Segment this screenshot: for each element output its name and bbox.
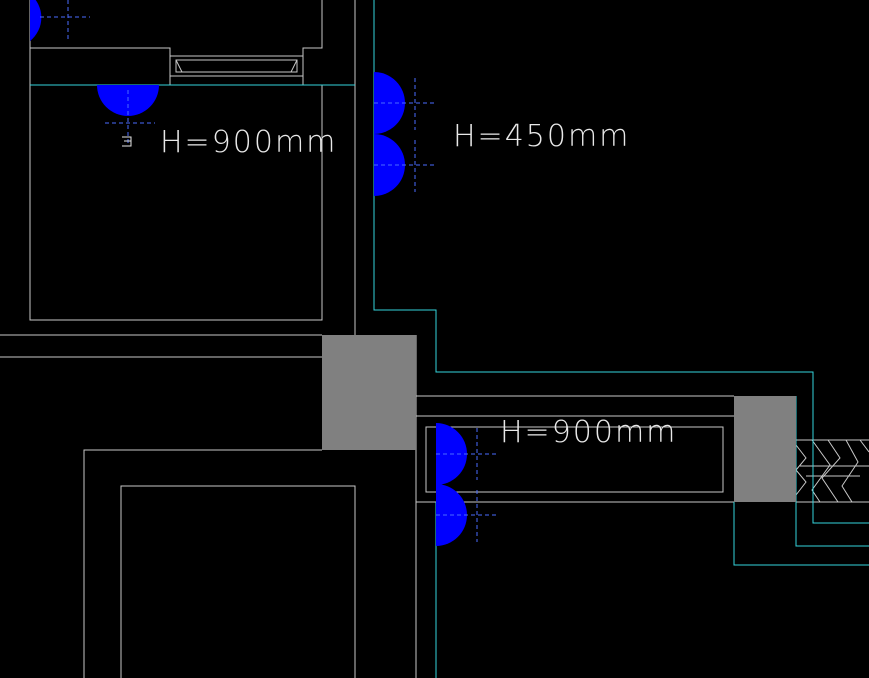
height-label-lower-window: H=900mm	[500, 415, 678, 450]
height-label-wall: H=450mm	[453, 119, 631, 154]
cyan-wall-lines	[30, 0, 869, 678]
upper-left-wall-step	[30, 47, 171, 85]
socket-symbols	[30, 0, 467, 546]
cyan-wall-line-right-2	[733, 502, 869, 566]
upper-left-window-tick-r	[290, 59, 298, 73]
height-label-upper-left: H=900mm	[160, 125, 338, 160]
structural-column-center	[322, 335, 416, 450]
socket-axis-marks	[40, 0, 498, 542]
upper-left-wall-top	[302, 0, 323, 85]
lower-window-frame	[425, 426, 724, 493]
upper-left-window-tick-l	[175, 59, 183, 73]
upper-left-window-inner	[175, 59, 298, 73]
socket-icon	[30, 0, 42, 41]
upper-left-room	[29, 85, 323, 321]
lower-left-room-outer	[83, 449, 322, 678]
hatched-wall-section	[795, 439, 869, 503]
cyan-outer-wall-line	[373, 0, 869, 524]
structural-column-right	[734, 396, 796, 502]
reference-tick	[122, 136, 132, 147]
upper-left-window	[169, 55, 304, 77]
lower-left-room-inner	[120, 485, 356, 678]
